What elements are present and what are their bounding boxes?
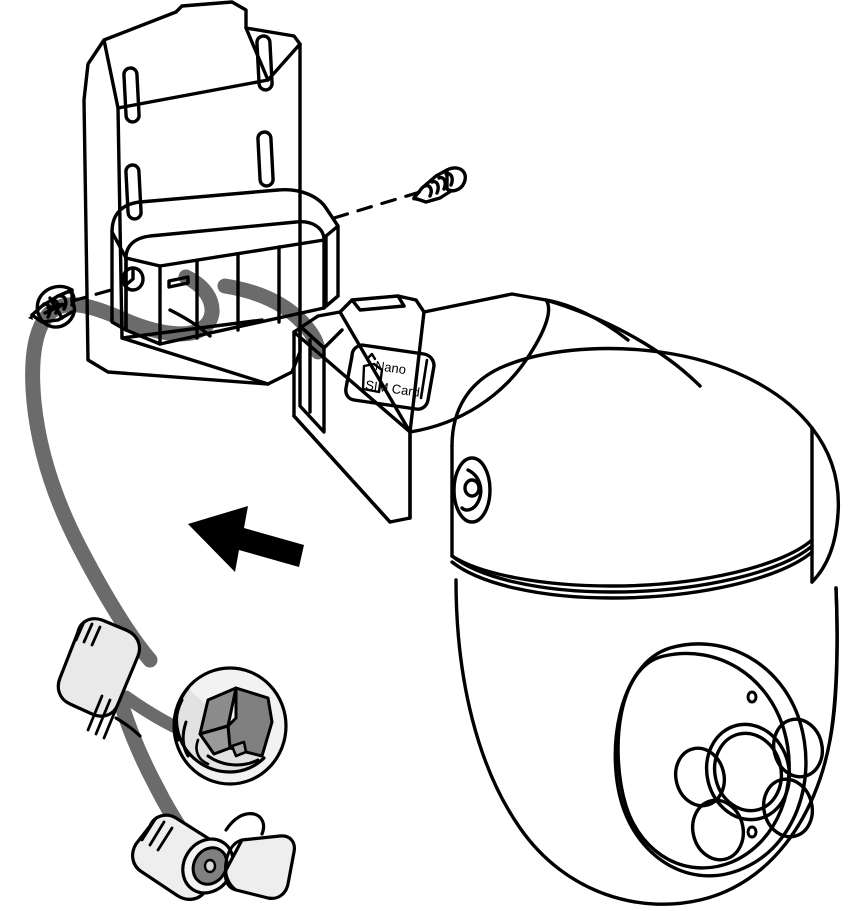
saddle-inner-notch xyxy=(167,275,212,338)
mount-slot-2 xyxy=(255,34,274,92)
cap xyxy=(223,812,296,900)
bracket-saddle xyxy=(110,188,340,346)
mount-slot-4 xyxy=(256,130,275,188)
sim-card-label xyxy=(344,343,436,411)
direction-arrow xyxy=(188,506,304,572)
rj45 xyxy=(56,617,288,786)
dome-face-bezel xyxy=(613,642,808,878)
head-pivot-detail xyxy=(452,456,492,524)
dc-jack xyxy=(131,813,235,901)
guide-right xyxy=(332,190,422,220)
mount-slot-3 xyxy=(124,163,143,221)
side-screw-hole xyxy=(121,266,145,292)
ptz-head xyxy=(450,298,841,600)
screw-left xyxy=(28,284,77,329)
sim-card-icon xyxy=(361,352,384,394)
mount-slot-1 xyxy=(122,66,141,124)
dome xyxy=(454,578,839,906)
sensor-dots xyxy=(746,690,758,839)
sim-label-line1: Nano xyxy=(374,358,407,377)
screw-right xyxy=(412,166,467,204)
ir-leds xyxy=(673,717,825,862)
